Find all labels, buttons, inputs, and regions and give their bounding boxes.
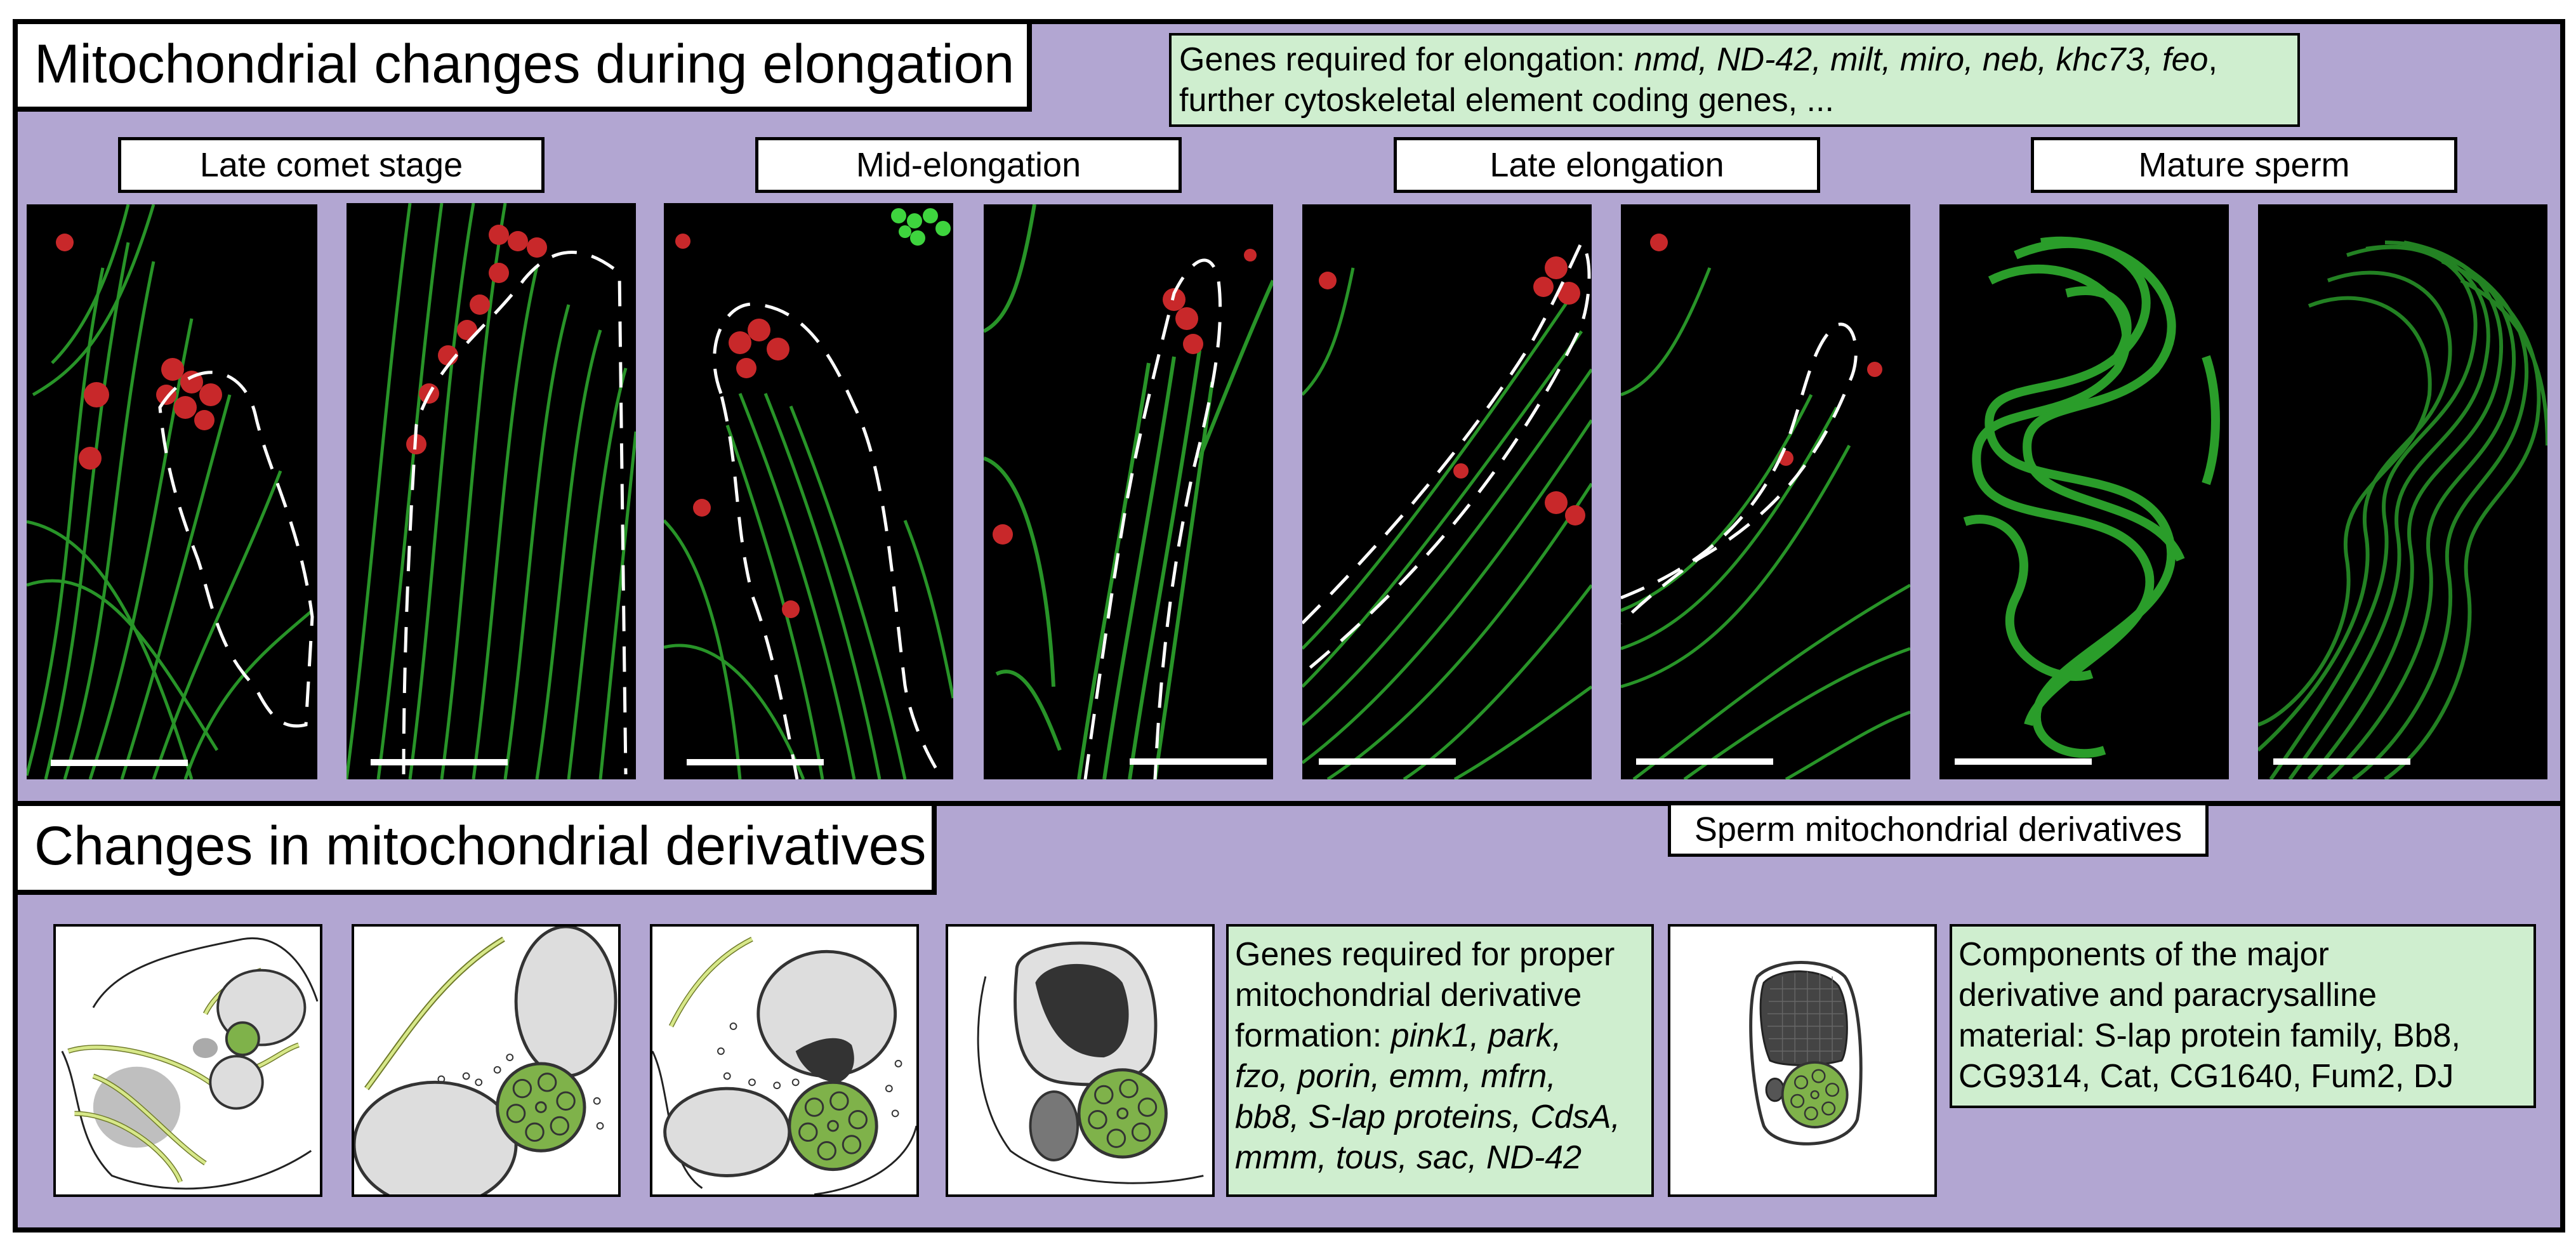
scale-bar (51, 760, 188, 766)
components-line-1: Components of the major (1958, 936, 2329, 973)
derivative-genes-line-4: fzo, porin, emm, mfrn, (1235, 1058, 1556, 1095)
components-line-3: material: S-lap protein family, Bb8, (1958, 1017, 2460, 1054)
bottom-panel-title: Changes in mitochondrial derivatives (13, 801, 937, 895)
derivative-diagram-1 (53, 924, 322, 1197)
micrograph-late-elongation-1 (1302, 204, 1592, 779)
derivative-genes-box: Genes required for proper mitochondrial … (1226, 924, 1654, 1197)
micrograph-late-comet-2 (347, 203, 636, 779)
scale-bar (1955, 758, 2092, 765)
stage-label-mature-sperm: Mature sperm (2031, 137, 2457, 193)
stage-label-late-comet: Late comet stage (118, 137, 545, 193)
micrograph-mid-elongation-2 (984, 204, 1273, 779)
components-box: Components of the major derivative and p… (1950, 924, 2536, 1108)
micrograph-late-comet-1 (27, 204, 317, 779)
micrograph-mature-sperm-2 (2258, 204, 2547, 779)
elongation-genes-suffix: , (2208, 41, 2217, 78)
micrograph-mature-sperm-1 (1939, 204, 2229, 779)
elongation-genes-prefix: Genes required for elongation: (1179, 41, 1634, 78)
micrograph-late-elongation-2 (1621, 204, 1910, 779)
sperm-derivatives-label: Sperm mitochondrial derivatives (1668, 802, 2209, 857)
components-line-4: CG9314, Cat, CG1640, Fum2, DJ (1958, 1058, 2454, 1095)
elongation-genes-line2: further cytoskeletal element coding gene… (1179, 82, 1834, 119)
derivative-genes-line-3: pink1, park, (1390, 1017, 1562, 1054)
micrograph-mid-elongation-1 (664, 203, 953, 779)
components-line-2: derivative and paracrysalline (1958, 977, 2377, 1014)
derivative-genes-line-2: mitochondrial derivative (1235, 977, 1582, 1014)
derivative-genes-line-3-prefix: formation: (1235, 1017, 1391, 1054)
derivative-diagram-4 (946, 924, 1215, 1197)
scale-bar (1319, 758, 1456, 765)
top-panel-title: Mitochondrial changes during elongation (13, 19, 1032, 112)
scale-bar (687, 759, 824, 765)
scale-bar (2273, 758, 2410, 765)
scale-bar (1636, 758, 1773, 765)
scale-bar (371, 759, 508, 765)
stage-label-late-elongation: Late elongation (1394, 137, 1820, 193)
elongation-genes-list: nmd, ND-42, milt, miro, neb, khc73, feo (1634, 41, 2209, 78)
elongation-genes-box: Genes required for elongation: nmd, ND-4… (1169, 33, 2300, 127)
derivative-genes-line-5: bb8, S-lap proteins, CdsA, (1235, 1099, 1620, 1135)
derivative-diagram-3 (650, 924, 919, 1197)
derivative-diagram-2 (352, 924, 621, 1197)
stage-label-mid-elongation: Mid-elongation (755, 137, 1182, 193)
sperm-derivative-diagram (1668, 924, 1937, 1197)
scale-bar (1130, 758, 1267, 765)
derivative-genes-line-6: mmm, tous, sac, ND-42 (1235, 1139, 1582, 1176)
derivative-genes-line-1: Genes required for proper (1235, 936, 1615, 973)
